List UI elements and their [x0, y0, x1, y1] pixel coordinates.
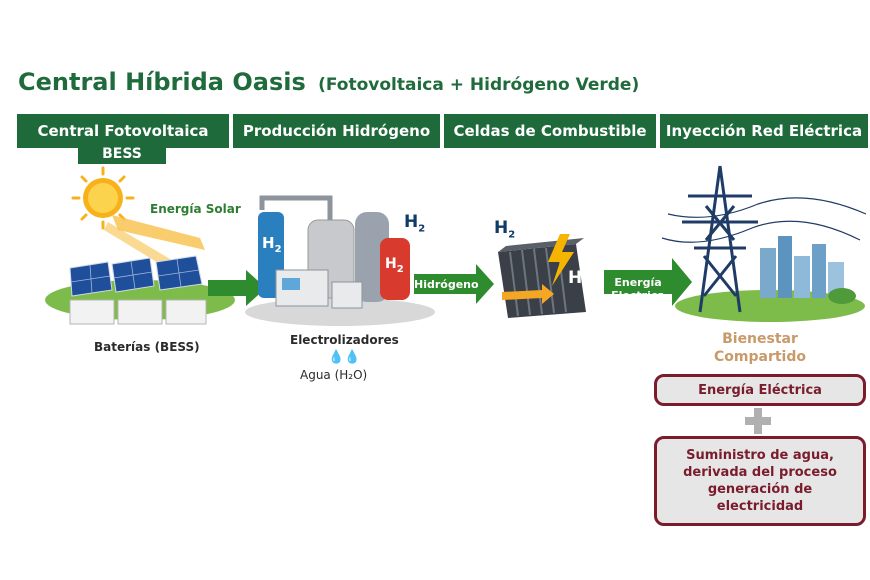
label-baterias: Baterías (BESS) — [94, 340, 200, 354]
water-drops-icon: 💧💧 — [328, 350, 361, 365]
sun-icon — [71, 166, 135, 230]
title-sub: (Fotovoltaica + Hidrógeno Verde) — [318, 75, 640, 95]
energia-electrica-box: Energía Eléctrica — [654, 374, 866, 406]
h2-symbol-electrolysis: H2 — [404, 212, 426, 235]
arrow-energy — [604, 258, 692, 306]
electrolyzer-plant-icon — [258, 195, 410, 309]
battery-containers-icon — [69, 299, 207, 325]
label-electrolizadores: Electrolizadores — [290, 333, 399, 347]
page-title: Central Híbrida Oasis (Fotovoltaica + Hi… — [18, 68, 639, 96]
header-celdas-combustible: Celdas de Combustible — [444, 114, 656, 148]
arrow-label-energia: Energía Electrica — [611, 276, 665, 302]
header-produccion-hidrogeno: Producción Hidrógeno — [233, 114, 440, 148]
suministro-agua-box: Suministro de agua, derivada del proceso… — [654, 436, 866, 526]
h2-symbol-fuelcell: H2 — [494, 218, 516, 241]
label-energia-solar: Energía Solar — [150, 202, 241, 216]
arrow-hydrogen — [414, 264, 494, 304]
h2-symbol-stack: H2 — [568, 268, 590, 291]
city-skyline-icon — [760, 236, 856, 304]
arrow-solar-to-electrolysis — [208, 270, 266, 306]
h2-red-tank-label: H2 — [385, 256, 404, 275]
fuel-cell-stack-icon — [498, 234, 586, 318]
transmission-tower-icon — [661, 165, 867, 313]
solar-panels-icon — [69, 255, 203, 297]
header-bess-tab: BESS — [78, 143, 166, 164]
title-main: Central Híbrida Oasis — [18, 68, 306, 96]
plus-icon — [745, 408, 771, 434]
header-central-fotovoltaica: Central Fotovoltaica — [17, 114, 229, 148]
arrow-label-hidrogeno: Hidrógeno — [414, 278, 479, 291]
h2-tank-label: H2 — [262, 234, 282, 255]
header-inyeccion-red: Inyección Red Eléctrica — [660, 114, 868, 148]
label-agua: Agua (H₂O) — [300, 368, 368, 382]
bienestar-title: Bienestar Compartido — [714, 331, 806, 365]
